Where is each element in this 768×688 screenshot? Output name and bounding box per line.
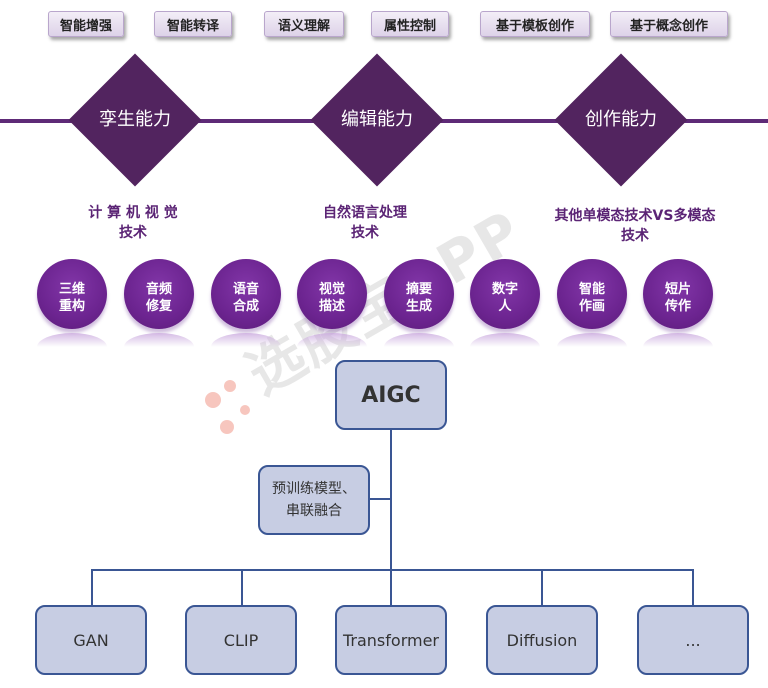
application-label: 智能作画 [557, 281, 627, 315]
application-circle [211, 259, 281, 329]
leaf-clip: CLIP [185, 605, 297, 675]
circle-reflection [470, 333, 540, 347]
tag-semantic-understanding: 语义理解 [264, 11, 344, 37]
tag-attribute-control: 属性控制 [371, 11, 449, 37]
leaf-diffusion: Diffusion [486, 605, 598, 675]
watermark-dot [240, 405, 250, 415]
tech-area-vision-line1: 计 算 机 视 觉 [88, 205, 178, 221]
application-circle [470, 259, 540, 329]
tech-area-vision: 计 算 机 视 觉 技术 [58, 203, 208, 243]
connector-leaf [541, 569, 543, 605]
tag-concept-creation: 基于概念创作 [610, 11, 728, 37]
circle-reflection [211, 333, 281, 347]
application-circle [557, 259, 627, 329]
application-label-line: 作画 [578, 299, 605, 314]
connector-horizontal [91, 569, 694, 571]
circle-reflection [124, 333, 194, 347]
tag-intelligent-enhancement: 智能增强 [48, 11, 124, 37]
application-label: 音频修复 [124, 281, 194, 315]
application-label-line: 重构 [58, 299, 85, 314]
circle-reflection [643, 333, 713, 347]
watermark-dot [205, 392, 221, 408]
pretrained-model-line2: 串联融合 [286, 503, 342, 519]
watermark-dot [220, 420, 234, 434]
connector-leaf [390, 569, 392, 605]
tech-area-multimodal-line2: 技术 [621, 228, 649, 244]
connector-leaf [692, 569, 694, 605]
circle-reflection [37, 333, 107, 347]
application-label-line: 数字 [491, 282, 518, 297]
leaf-gan: GAN [35, 605, 147, 675]
application-circle [643, 259, 713, 329]
application-label-line: 短片 [664, 282, 691, 297]
application-label: 视觉描述 [297, 281, 367, 315]
capability-label-create: 创作能力 [585, 109, 657, 130]
tech-area-nlp-line1: 自然语言处理 [323, 205, 407, 221]
application-label: 短片传作 [643, 281, 713, 315]
application-label: 语音合成 [211, 281, 281, 315]
connector-vertical-root [390, 429, 392, 569]
aigc-root-box: AIGC [335, 360, 447, 430]
tech-area-multimodal-line1: 其他单模态技术VS多模态 [554, 208, 716, 224]
connector-leaf [91, 569, 93, 605]
pretrained-model-box: 预训练模型、 串联融合 [258, 465, 370, 535]
circle-reflection [557, 333, 627, 347]
circle-reflection [384, 333, 454, 347]
application-label-line: 智能 [578, 282, 605, 297]
application-label-line: 语音 [232, 282, 259, 297]
application-circle [384, 259, 454, 329]
application-label: 数字人 [470, 281, 540, 315]
application-circle [124, 259, 194, 329]
tech-area-nlp-line2: 技术 [351, 225, 379, 241]
application-label-line: 合成 [232, 299, 259, 314]
application-label-line: 生成 [405, 299, 432, 314]
application-label-line: 传作 [664, 299, 691, 314]
watermark-dot [224, 380, 236, 392]
leaf-more: ... [637, 605, 749, 675]
application-label-line: 音频 [145, 282, 172, 297]
tech-area-nlp: 自然语言处理 技术 [290, 203, 440, 243]
application-label-line: 描述 [318, 299, 345, 314]
application-label-line: 视觉 [318, 282, 345, 297]
tech-area-vision-line2: 技术 [119, 225, 147, 241]
tag-template-creation: 基于模板创作 [480, 11, 590, 37]
application-circle [297, 259, 367, 329]
application-circle [37, 259, 107, 329]
application-label-line: 摘要 [405, 282, 432, 297]
connector-middle [369, 498, 390, 500]
capability-label-twin: 孪生能力 [99, 109, 171, 130]
application-label-line: 修复 [145, 299, 172, 314]
application-label: 三维重构 [37, 281, 107, 315]
leaf-transformer: Transformer [335, 605, 447, 675]
tag-intelligent-translation: 智能转译 [154, 11, 232, 37]
connector-leaf [241, 569, 243, 605]
application-label: 摘要生成 [384, 281, 454, 315]
application-label-line: 三维 [58, 282, 85, 297]
pretrained-model-line1: 预训练模型、 [272, 481, 356, 497]
circle-reflection [297, 333, 367, 347]
capability-label-edit: 编辑能力 [341, 109, 413, 130]
application-label-line: 人 [498, 299, 512, 314]
tech-area-multimodal: 其他单模态技术VS多模态 技术 [528, 206, 742, 246]
